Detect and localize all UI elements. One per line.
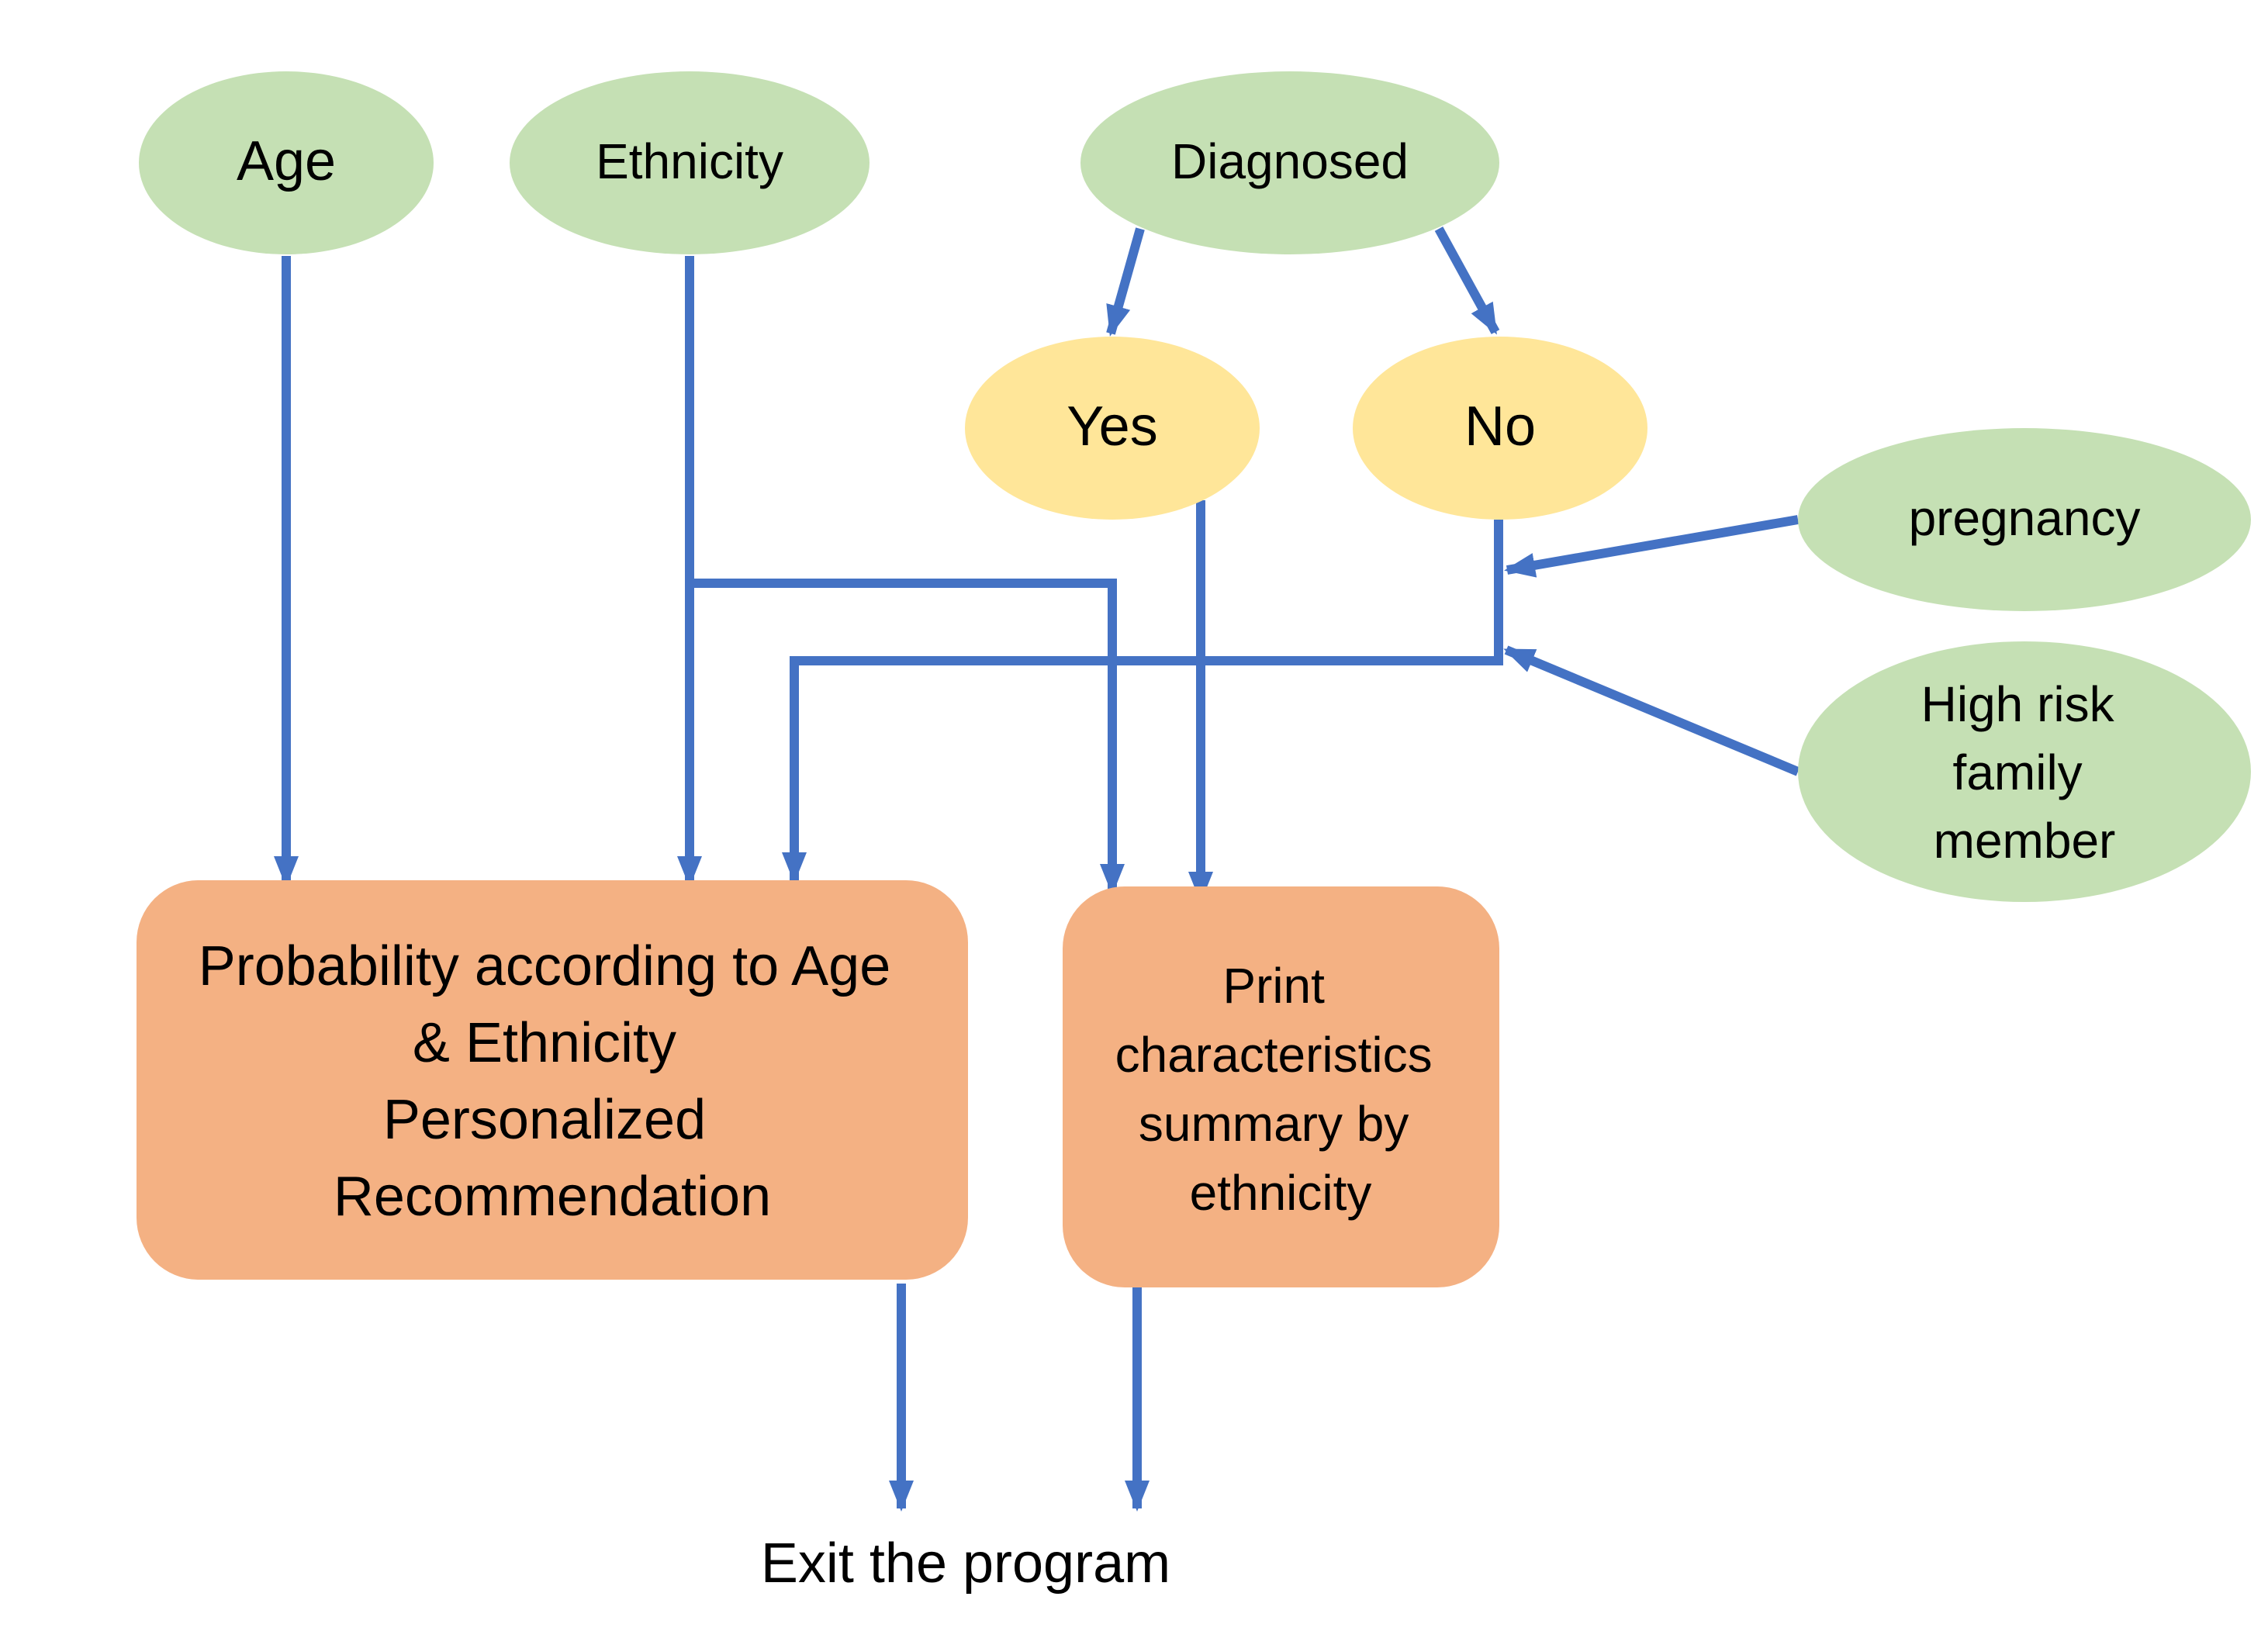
print-summary-label-line: summary by (1139, 1096, 1409, 1152)
high-risk-label-line: High risk (1921, 676, 2115, 732)
age-node: Age (139, 71, 434, 254)
connectors (274, 226, 1800, 1512)
yes-node-shape (965, 337, 1260, 520)
connector-high-risk-to-no-branch (1503, 645, 1800, 776)
high-risk-label-line: member (1934, 813, 2116, 869)
connector-diagnosed-to-yes (1106, 227, 1145, 337)
age-node-shape (139, 71, 434, 254)
exit-program-label: Exit the program (761, 1533, 1170, 1595)
ethnicity-node-shape (510, 71, 870, 254)
no-node: No (1353, 337, 1647, 520)
print-summary-node-label: Print characteristics summary by ethnici… (1115, 958, 1447, 1221)
yes-node: Yes (965, 337, 1260, 520)
probability-recommendation-node-shape (137, 880, 968, 1280)
probability-label-line: & Ethnicity (413, 1012, 676, 1074)
high-risk-family-member-node-label: High risk family member (1921, 676, 2128, 869)
probability-label-line: Probability according to Age (199, 935, 891, 997)
print-summary-node: Print characteristics summary by ethnici… (1063, 886, 1499, 1287)
connector-no-to-probability (782, 520, 1503, 883)
high-risk-family-member-node-shape (1798, 641, 2251, 902)
pregnancy-node-label: pregnancy (1909, 490, 2141, 546)
print-summary-label-line: characteristics (1115, 1027, 1433, 1083)
yes-node-label: Yes (1067, 396, 1157, 458)
probability-label-line: Recommendation (334, 1166, 771, 1228)
pregnancy-node-shape (1798, 428, 2251, 611)
no-node-shape (1353, 337, 1647, 520)
print-summary-node-shape (1063, 886, 1499, 1287)
probability-recommendation-node-label: Probability according to Age & Ethnicity… (199, 935, 907, 1228)
ethnicity-node-label: Ethnicity (596, 133, 783, 189)
connector-pregnancy-to-no-branch (1504, 515, 1800, 578)
diagnosed-node: Diagnosed (1080, 71, 1499, 254)
connector-ethnicity-to-print-summary (690, 579, 1125, 895)
pregnancy-node: pregnancy (1798, 428, 2251, 611)
probability-label-line: Personalized (383, 1089, 706, 1151)
diagnosed-node-label: Diagnosed (1171, 133, 1409, 189)
age-node-label: Age (237, 130, 336, 192)
high-risk-label-line: family (1953, 745, 2083, 800)
print-summary-label-line: ethnicity (1190, 1165, 1372, 1221)
print-summary-label-line: Print (1222, 958, 1325, 1014)
high-risk-family-member-node: High risk family member (1798, 641, 2251, 902)
probability-recommendation-node: Probability according to Age & Ethnicity… (137, 880, 968, 1280)
diagnosed-node-shape (1080, 71, 1499, 254)
no-node-label: No (1464, 396, 1536, 458)
ethnicity-node: Ethnicity (510, 71, 870, 254)
connector-diagnosed-to-no (1434, 226, 1500, 335)
